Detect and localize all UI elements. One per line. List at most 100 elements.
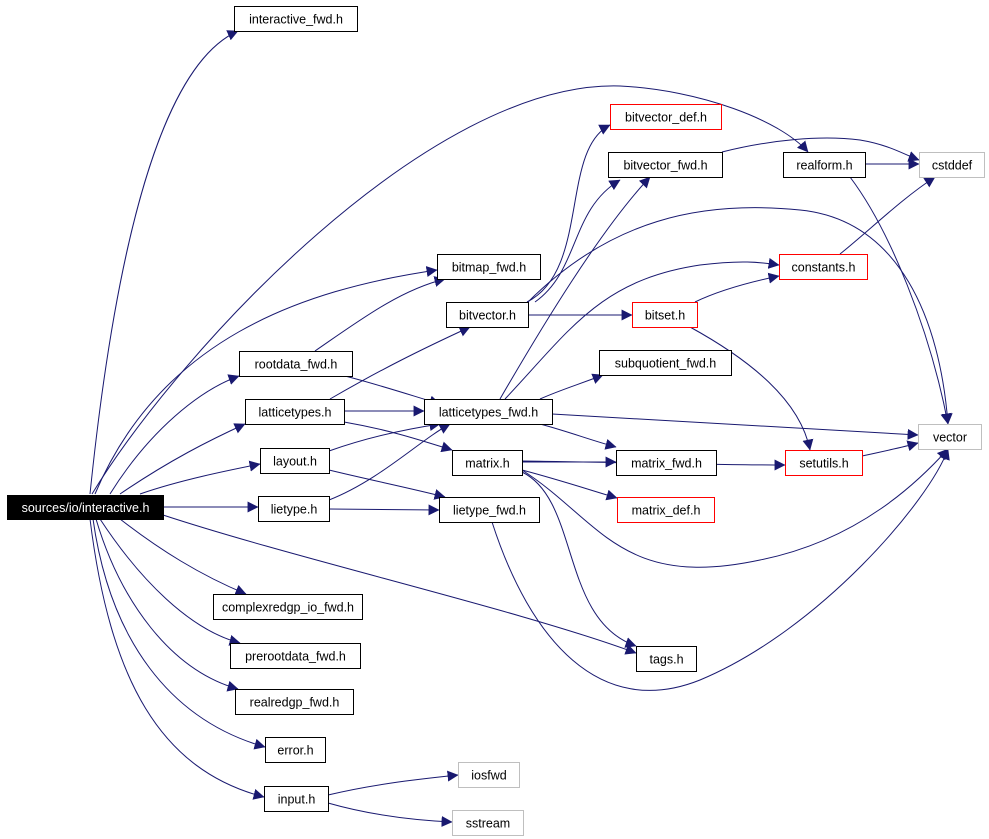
edge-interactive-h-to-realredgp-fwd [95,518,239,692]
node-lietype-fwd[interactable]: lietype_fwd.h [439,497,540,523]
node-label: tags.h [649,653,683,667]
node-setutils[interactable]: setutils.h [785,450,863,476]
edge-interactive-h-to-complexredgp-io-fwd [119,518,247,596]
edge-interactive-h-to-realform [91,85,809,495]
node-box [617,497,715,523]
edge-realform-to-vector [849,176,952,425]
nodes-layer: sources/io/interactive.h interactive_fwd.… [7,6,985,836]
node-label: matrix.h [465,457,510,471]
edge-setutils-to-vector [861,440,919,457]
node-label: layout.h [273,455,317,469]
edge-input-to-iosfwd [327,770,459,796]
edge-latticetypes-to-bitvector [329,326,471,400]
node-box [608,152,723,178]
node-bitmap-fwd[interactable]: bitmap_fwd.h [437,254,541,280]
node-box [260,448,330,474]
edge-bitvector-to-bitvector-def [526,124,611,303]
node-matrix-fwd[interactable]: matrix_fwd.h [616,450,717,476]
edge-lietype-to-lietype-fwd [328,504,440,516]
node-box [616,450,717,476]
node-label: sstream [466,817,510,831]
edge-matrix-to-matrix-def [521,469,618,501]
node-box [785,450,863,476]
node-constants[interactable]: constants.h [779,254,868,280]
node-box [258,496,330,522]
node-realform[interactable]: realform.h [783,152,866,178]
node-label: latticetypes.h [259,406,332,420]
edge-bitset-to-setutils [689,326,814,451]
node-label: realform.h [796,159,852,173]
node-label: latticetypes_fwd.h [439,406,538,420]
edge-bitvector-to-vector [527,207,953,425]
node-prerootdata-fwd[interactable]: prerootdata_fwd.h [230,643,361,669]
node-label: cstddef [932,159,973,173]
node-error[interactable]: error.h [265,737,326,763]
node-input[interactable]: input.h [264,786,329,812]
node-matrix-def[interactable]: matrix_def.h [617,497,715,523]
edge-interactive-h-to-input [89,518,265,800]
node-complexredgp-io-fwd[interactable]: complexredgp_io_fwd.h [213,594,363,620]
node-box [779,254,868,280]
node-box [234,6,358,32]
edge-interactive-h-to-bitmap-fwd [94,266,438,495]
node-layout[interactable]: layout.h [260,448,330,474]
edge-bitset-to-constants [694,272,780,303]
node-interactive-fwd[interactable]: interactive_fwd.h [234,6,358,32]
edge-lietype-to-latticetypes-fwd [328,423,451,501]
edge-interactive-h-to-layout [139,460,261,495]
edge-interactive-h-to-interactive-fwd [89,30,239,495]
node-box [245,399,345,425]
node-matrix[interactable]: matrix.h [452,450,523,476]
node-vector[interactable]: vector [918,424,982,450]
node-interactive-h[interactable]: sources/io/interactive.h [7,495,164,520]
edge-matrix-to-tags [521,471,637,648]
node-label: sources/io/interactive.h [22,501,150,515]
edge-constants-to-cstddef [839,176,936,255]
node-rootdata-fwd[interactable]: rootdata_fwd.h [239,351,353,377]
node-box [7,495,164,520]
node-bitvector-def[interactable]: bitvector_def.h [610,104,722,130]
node-box [458,762,520,788]
node-box [213,594,363,620]
node-label: matrix_fwd.h [631,457,702,471]
node-latticetypes-fwd[interactable]: latticetypes_fwd.h [424,399,553,425]
edge-interactive-h-to-error [92,518,266,750]
edge-rootdata-fwd-to-bitmap-fwd [314,276,446,352]
edge-lietype-fwd-to-vector [491,448,950,691]
node-box [452,810,524,836]
node-box [636,646,697,672]
node-tags[interactable]: tags.h [636,646,697,672]
node-sstream[interactable]: sstream [452,810,524,836]
edge-latticetypes-fwd-to-subquotient-fwd [539,373,604,400]
node-subquotient-fwd[interactable]: subquotient_fwd.h [599,350,732,376]
edge-bitvector-to-bitvector-fwd [534,179,621,303]
node-bitvector[interactable]: bitvector.h [446,302,529,328]
node-box [610,104,722,130]
node-box [632,302,698,328]
node-box [918,424,982,450]
node-box [446,302,529,328]
edge-latticetypes-to-matrix [343,421,453,453]
edge-latticetypes-fwd-to-vector [551,413,919,440]
node-bitset[interactable]: bitset.h [632,302,698,328]
node-label: iosfwd [471,769,506,783]
node-realredgp-fwd[interactable]: realredgp_fwd.h [235,689,354,715]
node-label: input.h [278,793,316,807]
node-label: bitmap_fwd.h [452,261,526,275]
node-box [783,152,866,178]
node-label: subquotient_fwd.h [615,357,717,371]
node-box [239,351,353,377]
node-box [264,786,329,812]
node-cstddef[interactable]: cstddef [919,152,985,178]
node-label: realredgp_fwd.h [250,696,340,710]
node-box [235,689,354,715]
edge-latticetypes-fwd-to-matrix-fwd [539,423,617,450]
node-lietype[interactable]: lietype.h [258,496,330,522]
node-box [424,399,553,425]
node-bitvector-fwd[interactable]: bitvector_fwd.h [608,152,723,178]
node-box [265,737,326,763]
node-label: bitvector_def.h [625,111,707,125]
node-iosfwd[interactable]: iosfwd [458,762,520,788]
node-latticetypes[interactable]: latticetypes.h [245,399,345,425]
